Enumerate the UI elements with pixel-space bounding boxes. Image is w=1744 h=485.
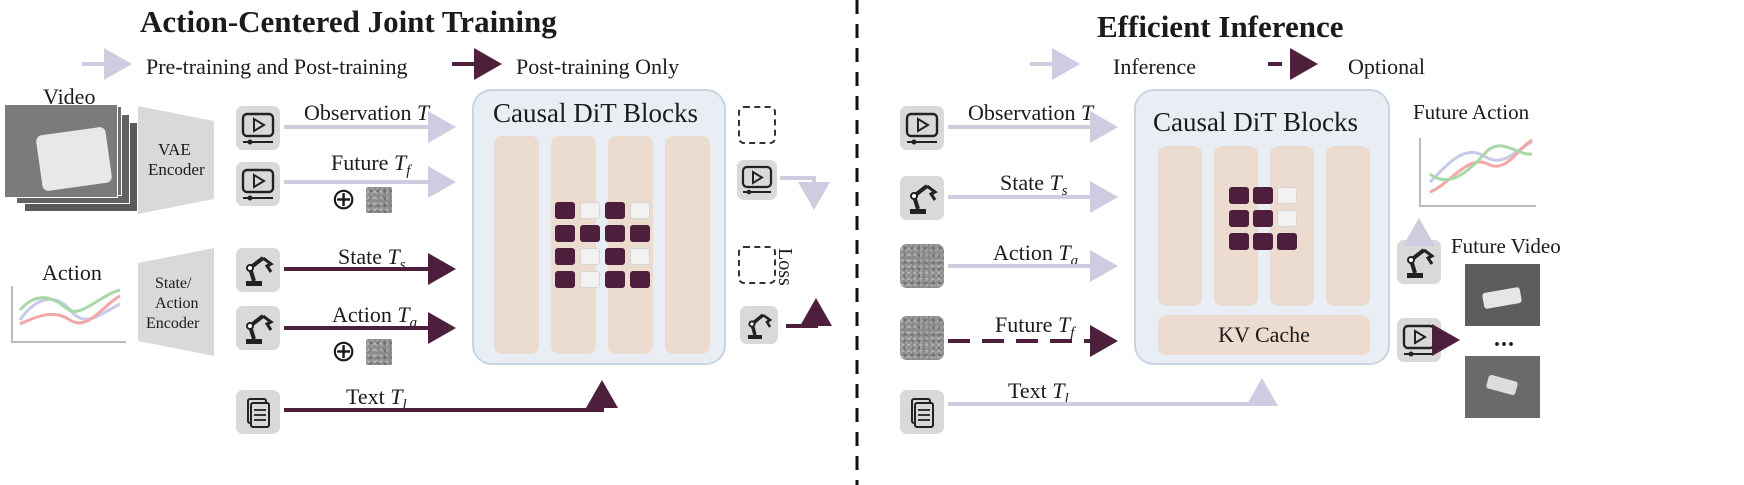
dit-column xyxy=(665,136,710,354)
state-token-label: State Ts xyxy=(338,244,406,273)
document-icon xyxy=(236,390,280,434)
attention-cell xyxy=(630,225,650,242)
future-action-label: Future Action xyxy=(1413,100,1530,124)
future-video-label: Future Video xyxy=(1451,234,1561,258)
attention-cell xyxy=(630,248,650,265)
legend-optional-label: Optional xyxy=(1348,54,1425,79)
noise-patch-icon xyxy=(900,316,944,360)
robot-arm-icon xyxy=(740,306,778,344)
attention-cell xyxy=(1277,233,1297,250)
attention-cell xyxy=(1229,187,1249,204)
state-encoder-line2: Action xyxy=(155,295,199,312)
right-dit-block-title: Causal DiT Blocks xyxy=(1153,107,1358,137)
video-player-icon xyxy=(900,106,944,150)
robot-arm-icon xyxy=(1397,240,1441,284)
action-label: Action xyxy=(42,260,102,285)
left-title: Action-Centered Joint Training xyxy=(140,4,557,39)
future-video-frame xyxy=(1465,356,1540,418)
attention-cell xyxy=(1277,187,1297,204)
robot-arm-icon xyxy=(900,176,944,220)
attention-cell xyxy=(1277,210,1297,227)
state-token-label: State Ts xyxy=(1000,170,1068,199)
future-video-ellipsis: ... xyxy=(1494,326,1515,352)
document-icon xyxy=(900,390,944,434)
video-frame-stack xyxy=(4,104,140,212)
left-dit-block-title: Causal DiT Blocks xyxy=(493,98,698,128)
attention-cell xyxy=(630,202,650,219)
action-mini-chart xyxy=(11,286,126,343)
attention-cell xyxy=(1253,233,1273,250)
attention-cell xyxy=(580,225,600,242)
attention-cell xyxy=(1229,233,1249,250)
future-video-frame xyxy=(1465,264,1540,326)
future-token-label: Future Tf xyxy=(331,150,411,179)
future-action-chart xyxy=(1419,138,1536,207)
attention-cell xyxy=(1253,210,1273,227)
attention-cell xyxy=(555,202,575,219)
attention-cell xyxy=(605,202,625,219)
dit-column xyxy=(551,136,596,354)
dit-column xyxy=(1326,146,1370,306)
dit-column xyxy=(608,136,653,354)
state-action-encoder-shape xyxy=(138,248,214,356)
vae-encoder-shape xyxy=(138,106,214,214)
text-token-label: Text Tl xyxy=(1008,378,1069,407)
legend-dark-label: Post-training Only xyxy=(516,54,680,79)
observation-token-label: Observation To xyxy=(968,100,1101,129)
vae-encoder-line1: VAE xyxy=(158,140,191,159)
right-title: Efficient Inference xyxy=(1097,9,1344,44)
empty-output-slot xyxy=(738,246,776,284)
attention-cell xyxy=(555,271,575,288)
attention-cell xyxy=(1253,187,1273,204)
attention-cell xyxy=(605,271,625,288)
noise-patch-icon xyxy=(366,339,392,365)
noise-patch-icon xyxy=(366,187,392,213)
robot-arm-icon xyxy=(236,248,280,292)
legend-light-label: Pre-training and Post-training xyxy=(146,54,408,79)
attention-cell xyxy=(580,248,600,265)
add-noise-symbol: ⊕ xyxy=(331,334,357,369)
attention-cell xyxy=(555,225,575,242)
dit-column xyxy=(494,136,539,354)
attention-cell xyxy=(555,248,575,265)
attention-cell xyxy=(605,225,625,242)
empty-output-slot xyxy=(738,106,776,144)
state-encoder-line3: Encoder xyxy=(146,315,200,332)
kv-cache-block: KV Cache xyxy=(1158,315,1370,355)
attention-cell xyxy=(580,202,600,219)
future-token-label: Future Tf xyxy=(995,312,1075,341)
vae-encoder-line2: Encoder xyxy=(148,160,205,179)
attention-cell xyxy=(580,271,600,288)
video-player-icon xyxy=(236,162,280,206)
panel-divider xyxy=(855,0,859,485)
attention-cell xyxy=(1229,210,1249,227)
video-player-icon xyxy=(737,160,777,200)
noise-patch-icon xyxy=(900,244,944,288)
attention-cell xyxy=(605,248,625,265)
add-noise-symbol: ⊕ xyxy=(331,182,357,217)
dit-column xyxy=(1158,146,1202,306)
video-player-icon xyxy=(236,106,280,150)
action-token-label: Action Ta xyxy=(332,302,418,331)
action-token-label: Action Ta xyxy=(993,240,1079,269)
text-token-label: Text Tl xyxy=(346,384,407,413)
state-encoder-line1: State/ xyxy=(155,275,192,292)
attention-cell xyxy=(630,271,650,288)
legend-inference-label: Inference xyxy=(1113,54,1197,79)
robot-arm-icon xyxy=(236,306,280,350)
